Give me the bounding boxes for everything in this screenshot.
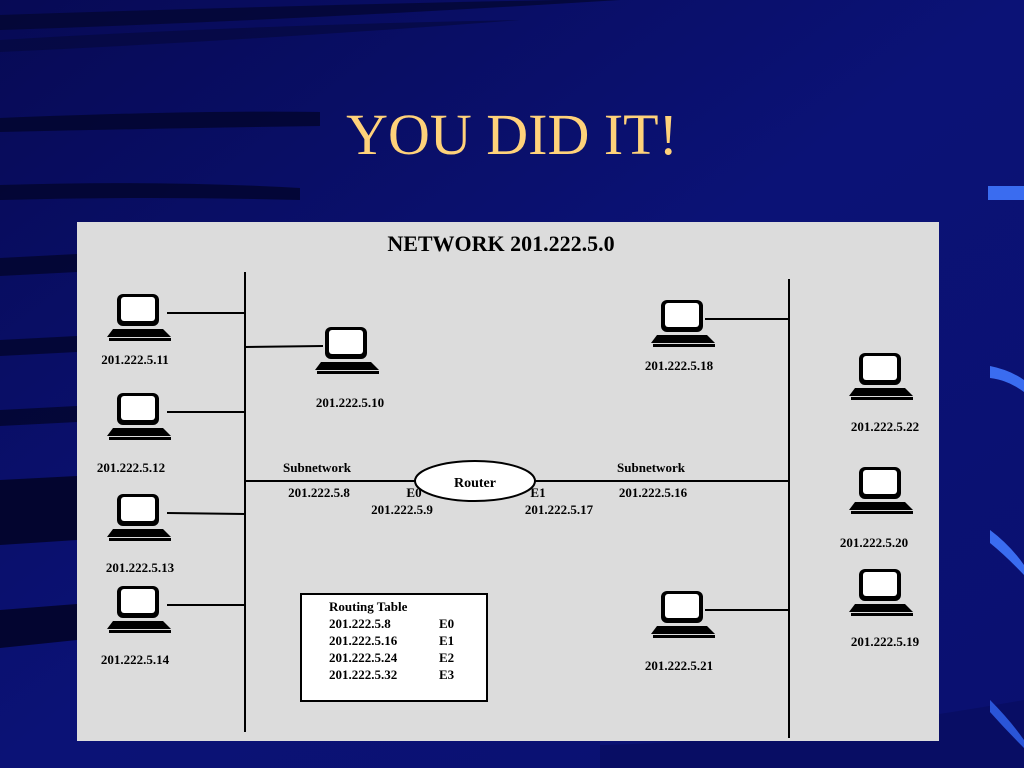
computer-icon: [107, 294, 171, 341]
computer-icon: [107, 494, 171, 541]
right-interface-label: E1: [530, 485, 545, 500]
right-router-ip: 201.222.5.17: [525, 502, 594, 517]
computer-icon: [107, 393, 171, 440]
computer-icon: [651, 300, 715, 347]
computer-icon: [651, 591, 715, 638]
routing-table-network: 201.222.5.24: [329, 650, 398, 665]
routing-table-iface: E2: [439, 650, 454, 665]
left-interface-label: E0: [406, 485, 421, 500]
slide-title: YOU DID IT!: [346, 102, 678, 167]
routing-table-network: 201.222.5.8: [329, 616, 391, 631]
right-subnet-address: 201.222.5.16: [619, 485, 688, 500]
computer-icon: [849, 353, 913, 400]
routing-table-iface: E3: [439, 667, 455, 682]
network-diagram: NETWORK 201.222.5.0 Router 201.222.5.11 …: [77, 222, 939, 741]
left-subnet-label: Subnetwork: [283, 460, 352, 475]
routing-table-iface: E0: [439, 616, 454, 631]
computer-icon: [315, 327, 379, 374]
computer-icon: [107, 586, 171, 633]
host-ip-label: 201.222.5.22: [851, 419, 919, 434]
link-line: [166, 512, 246, 515]
computer-icon: [849, 569, 913, 616]
routing-table-title: Routing Table: [329, 599, 408, 614]
left-router-ip: 201.222.5.9: [371, 502, 433, 517]
routing-table: Routing Table 201.222.5.8 E0 201.222.5.1…: [300, 593, 488, 702]
host-ip-label: 201.222.5.18: [645, 358, 714, 373]
left-subnet-address: 201.222.5.8: [288, 485, 350, 500]
routing-table-network: 201.222.5.16: [329, 633, 398, 648]
host-ip-label: 201.222.5.20: [840, 535, 908, 550]
host-ip-label: 201.222.5.19: [851, 634, 920, 649]
router-node: [414, 460, 536, 502]
computer-icon: [849, 467, 913, 514]
routing-table-iface: E1: [439, 633, 454, 648]
diagram-heading: NETWORK 201.222.5.0: [387, 231, 614, 256]
host-ip-label: 201.222.5.12: [97, 460, 165, 475]
right-subnet-label: Subnetwork: [617, 460, 686, 475]
host-ip-label: 201.222.5.11: [101, 352, 169, 367]
host-ip-label: 201.222.5.14: [101, 652, 170, 667]
link-line: [244, 345, 324, 348]
routing-table-network: 201.222.5.32: [329, 667, 397, 682]
router-label: Router: [454, 476, 496, 491]
host-ip-label: 201.222.5.21: [645, 658, 713, 673]
host-ip-label: 201.222.5.10: [316, 395, 384, 410]
host-ip-label: 201.222.5.13: [106, 560, 175, 575]
